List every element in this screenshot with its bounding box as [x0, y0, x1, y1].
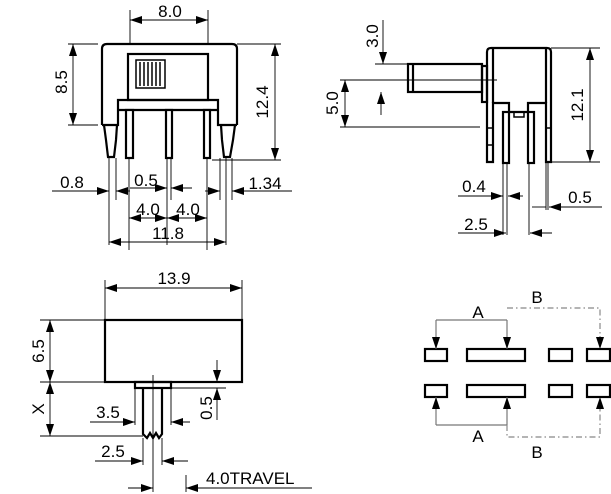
front-view: 8.0 8.5 12.4 0.8 0.5 1.34 4.0 4.0 — [52, 2, 292, 250]
dim-front-body-height: 8.5 — [52, 70, 71, 94]
top-actuator-stem — [141, 388, 164, 441]
dim-top-flange-thickness: 0.5 — [197, 396, 216, 420]
pad — [547, 347, 574, 363]
dim-side-pin-spacing: 2.5 — [464, 215, 488, 234]
dim-side-actuator-center: 5.0 — [323, 91, 342, 115]
dim-top-actuator-length: X — [29, 403, 48, 414]
slider-knob — [135, 59, 166, 89]
side-pin-2 — [526, 110, 536, 165]
pad — [465, 347, 527, 363]
dim-side-total-height: 12.1 — [568, 88, 587, 121]
pad — [465, 383, 527, 399]
actuator — [406, 62, 484, 94]
dim-front-leg-width: 0.8 — [60, 173, 84, 192]
dim-front-pitch-left: 4.0 — [136, 200, 160, 219]
dim-front-pin-width: 0.5 — [134, 171, 158, 190]
right-mount-leg — [219, 124, 237, 159]
dim-side-actuator-offset: 3.0 — [363, 24, 382, 48]
dim-front-pitch-right: 4.0 — [176, 200, 200, 219]
side-body-outline — [485, 46, 553, 164]
side-pin-1 — [501, 110, 511, 165]
dim-side-leg-width: 0.5 — [568, 188, 592, 207]
dim-side-pin-width: 0.4 — [462, 177, 486, 196]
label-b-top: B — [531, 288, 542, 307]
dim-front-legs-width: 11.8 — [152, 224, 184, 243]
label-b-bottom: B — [531, 443, 542, 462]
pad-layout: A B A B — [423, 288, 611, 462]
label-a-bottom: A — [472, 427, 484, 446]
pad — [547, 383, 574, 399]
front-body-outline — [100, 42, 239, 125]
dim-top-length: 13.9 — [157, 269, 190, 288]
pad — [585, 347, 611, 363]
dim-top-flange-width: 3.5 — [96, 403, 120, 422]
pad — [423, 347, 449, 363]
dim-top-actuator-width: 2.5 — [101, 442, 125, 461]
pin-3 — [202, 108, 212, 160]
actuator-flange — [480, 64, 489, 104]
left-mount-leg — [102, 124, 119, 159]
top-view: 13.9 6.5 X 0.5 3.5 2.5 4.0TRAVEL — [29, 269, 312, 492]
side-view: 3.0 5.0 12.1 0.4 0.5 2.5 — [323, 20, 602, 237]
pin-2 — [164, 108, 174, 160]
dim-top-travel: 4.0TRAVEL — [206, 469, 295, 488]
dim-front-leg-offset: 1.34 — [248, 174, 281, 193]
pad — [423, 383, 449, 399]
dim-top-body-height: 6.5 — [29, 339, 48, 363]
pad — [585, 383, 611, 399]
top-body — [103, 318, 244, 384]
label-a-top: A — [472, 303, 484, 322]
dim-front-width-top: 8.0 — [158, 2, 182, 21]
pin-1 — [124, 108, 135, 160]
dim-front-total-height: 12.4 — [253, 85, 272, 118]
